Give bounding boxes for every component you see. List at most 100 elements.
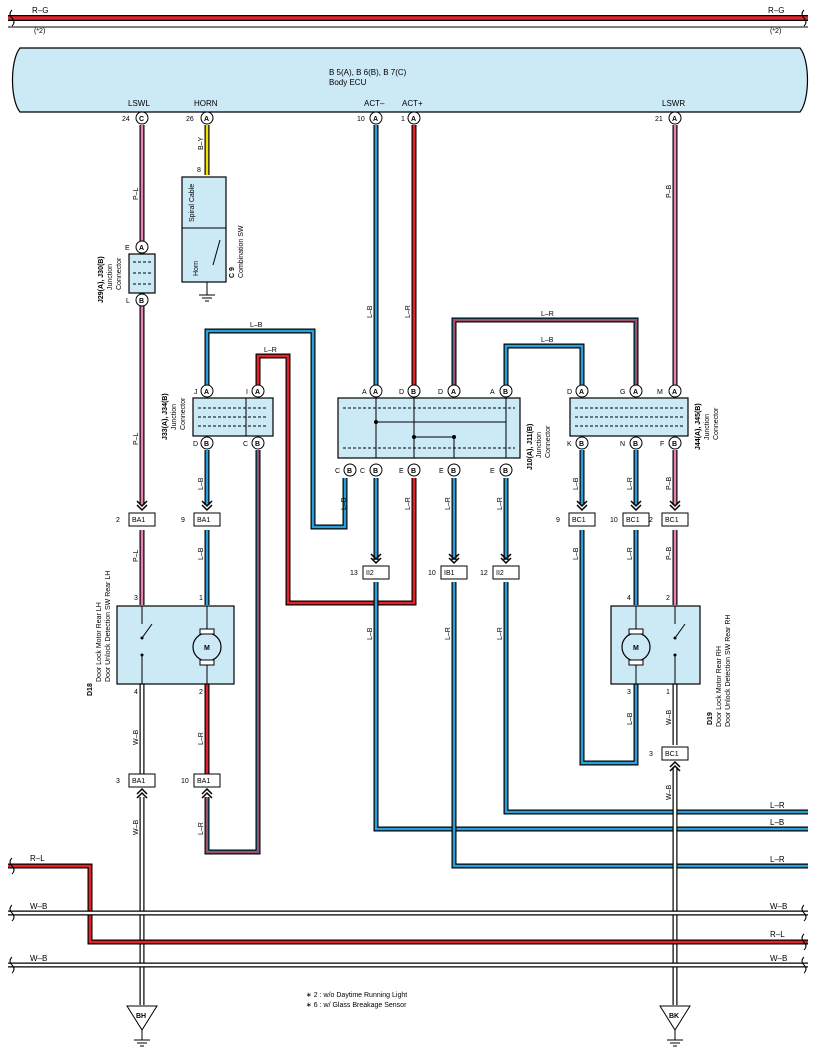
j10-name1: Junction — [536, 432, 543, 458]
d19-line1: Door Lock Motor Rear RH — [716, 646, 723, 727]
j44-bot-1-conn: B — [579, 441, 584, 448]
j33-pin-j: J — [194, 389, 198, 396]
bus-r-l-left: R–L — [30, 854, 45, 863]
connector-pin: 10 — [610, 517, 618, 524]
j29-codes: J29(A), J30(B) — [98, 256, 105, 303]
j10-bot-5-pin: E — [490, 468, 495, 475]
lbl-w-b-bc1-3: W–B — [666, 785, 673, 801]
j44-top-3-pin: M — [657, 389, 663, 396]
lbl-l-b-j33: L–B — [198, 477, 205, 490]
connector-name: II2 — [496, 570, 504, 577]
j10-bot-2-pin: C — [360, 468, 365, 475]
d18-pin-2: 2 — [199, 689, 203, 696]
lbl-l-r-j44: L–R — [627, 477, 634, 490]
j10-connector: A A B D A D B A B C B C B E B E B E J10(… — [335, 384, 552, 477]
d18-component: M 3 1 4 2 D18 Door Lock Motor Rear LH Do… — [87, 571, 235, 696]
connector-name: IB1 — [444, 570, 455, 577]
connector-name: II2 — [366, 570, 374, 577]
j33-pin-c: C — [243, 441, 248, 448]
lbl-p-b-2: P–B — [666, 476, 673, 490]
j10-top-3-conn: A — [451, 389, 456, 396]
j10-top-3-pin: D — [438, 389, 443, 396]
top-bus-right-note: (*2) — [770, 28, 781, 35]
j33-name2: Connector — [180, 397, 187, 430]
j33-name1: Junction — [171, 404, 178, 430]
j44-bot-3-conn: B — [672, 441, 677, 448]
wires — [8, 125, 808, 1005]
wire-l-r-loop-left — [255, 353, 417, 606]
connector-name: BA1 — [197, 517, 210, 524]
j10-top-2-pin: D — [399, 389, 404, 396]
lbl-w-b-1: W–B — [133, 730, 140, 746]
d18-line1: Door Lock Motor Rear LH — [96, 602, 103, 682]
ecu-pin-act-plus: ACT+ — [402, 99, 423, 108]
j10-bot-1-conn: B — [347, 468, 352, 475]
bus-w-b-2-left: W–B — [30, 954, 47, 963]
pin-26: 26 — [186, 116, 194, 123]
svg-text:A: A — [204, 116, 209, 123]
lbl-w-b-d19: W–B — [666, 710, 673, 726]
d19-motor-m: M — [633, 645, 639, 652]
j44-top-2-conn: A — [633, 389, 638, 396]
top-bus-left-note: (*2) — [34, 28, 45, 35]
lbl-l-r-act: L–R — [405, 305, 412, 318]
note-1: ∗ 2 : w/o Daytime Running Light — [306, 992, 407, 999]
j44-bot-2-pin: N — [620, 441, 625, 448]
d19-code: D19 — [707, 712, 714, 725]
wire-color-labels: P–L B–Y L–B L–R P–B L–B L–R L–R L–B P–L … — [133, 136, 673, 835]
d19-pin-3: 3 — [627, 689, 631, 696]
lbl-l-r-top-right: L–R — [541, 311, 554, 318]
ground-bh-label: BH — [136, 1013, 146, 1020]
lbl-l-r-ib1: L–R — [445, 627, 452, 640]
spiral-label: Spiral Cable — [189, 184, 196, 222]
connector-pin: 2 — [649, 517, 653, 524]
d19-pin-4: 4 — [627, 595, 631, 602]
lbl-b-y: B–Y — [198, 136, 205, 150]
j44-top-1-conn: A — [579, 389, 584, 396]
j33-conn-j: A — [204, 389, 209, 396]
d18-pin-3: 3 — [134, 595, 138, 602]
ecu-pin-lswl: LSWL — [128, 99, 150, 108]
ecu-pin-horn: HORN — [194, 99, 218, 108]
d18-line2: Door Unlock Detection SW Rear LH — [105, 571, 112, 682]
pin-10: 10 — [357, 116, 365, 123]
connector-pin: 10 — [428, 570, 436, 577]
pin-21: 21 — [655, 116, 663, 123]
j44-bot-1-pin: K — [567, 441, 572, 448]
pin-24: 24 — [122, 116, 130, 123]
ground-bh: BH — [126, 1005, 158, 1047]
lbl-l-b-ba1: L–B — [198, 547, 205, 560]
lbl-p-l-3: P–L — [133, 549, 140, 562]
svg-text:A: A — [672, 116, 677, 123]
horn-label: Horn — [193, 261, 200, 276]
exit-label-3: L–R — [770, 855, 785, 864]
j10-codes: J10(A), J11(B) — [527, 424, 534, 470]
j44-codes: J44(A), J45(B) — [695, 403, 702, 450]
j10-top-4-conn: B — [503, 389, 508, 396]
wire-l-b-loop-right — [503, 343, 585, 385]
wire-j10-down-bundle — [373, 478, 509, 560]
j33-conn-i: A — [255, 389, 260, 396]
j44-bot-3-pin: F — [660, 441, 664, 448]
wire-r-l-bus — [8, 863, 808, 945]
j10-bot-2-conn: B — [373, 468, 378, 475]
wire-l-r-exit-bottom — [451, 582, 808, 869]
ground-bk: BK — [659, 1005, 691, 1047]
svg-text:A: A — [373, 116, 378, 123]
top-bus: R–G R–G (*2) (*2) — [8, 6, 808, 35]
j29-top-pin: E — [125, 245, 130, 252]
lbl-l-b-j44: L–B — [573, 477, 580, 490]
svg-text:A: A — [411, 116, 416, 123]
lbl-p-l-2: P–L — [133, 432, 140, 445]
connector-pin: 12 — [480, 570, 488, 577]
lbl-l-b-act: L–B — [367, 305, 374, 318]
d19-pin-2: 2 — [666, 595, 670, 602]
connector-name: BA1 — [132, 517, 145, 524]
lbl-l-r-j10: L–R — [405, 497, 412, 510]
svg-text:C: C — [139, 116, 144, 123]
wire-w-b-bus — [8, 910, 808, 968]
